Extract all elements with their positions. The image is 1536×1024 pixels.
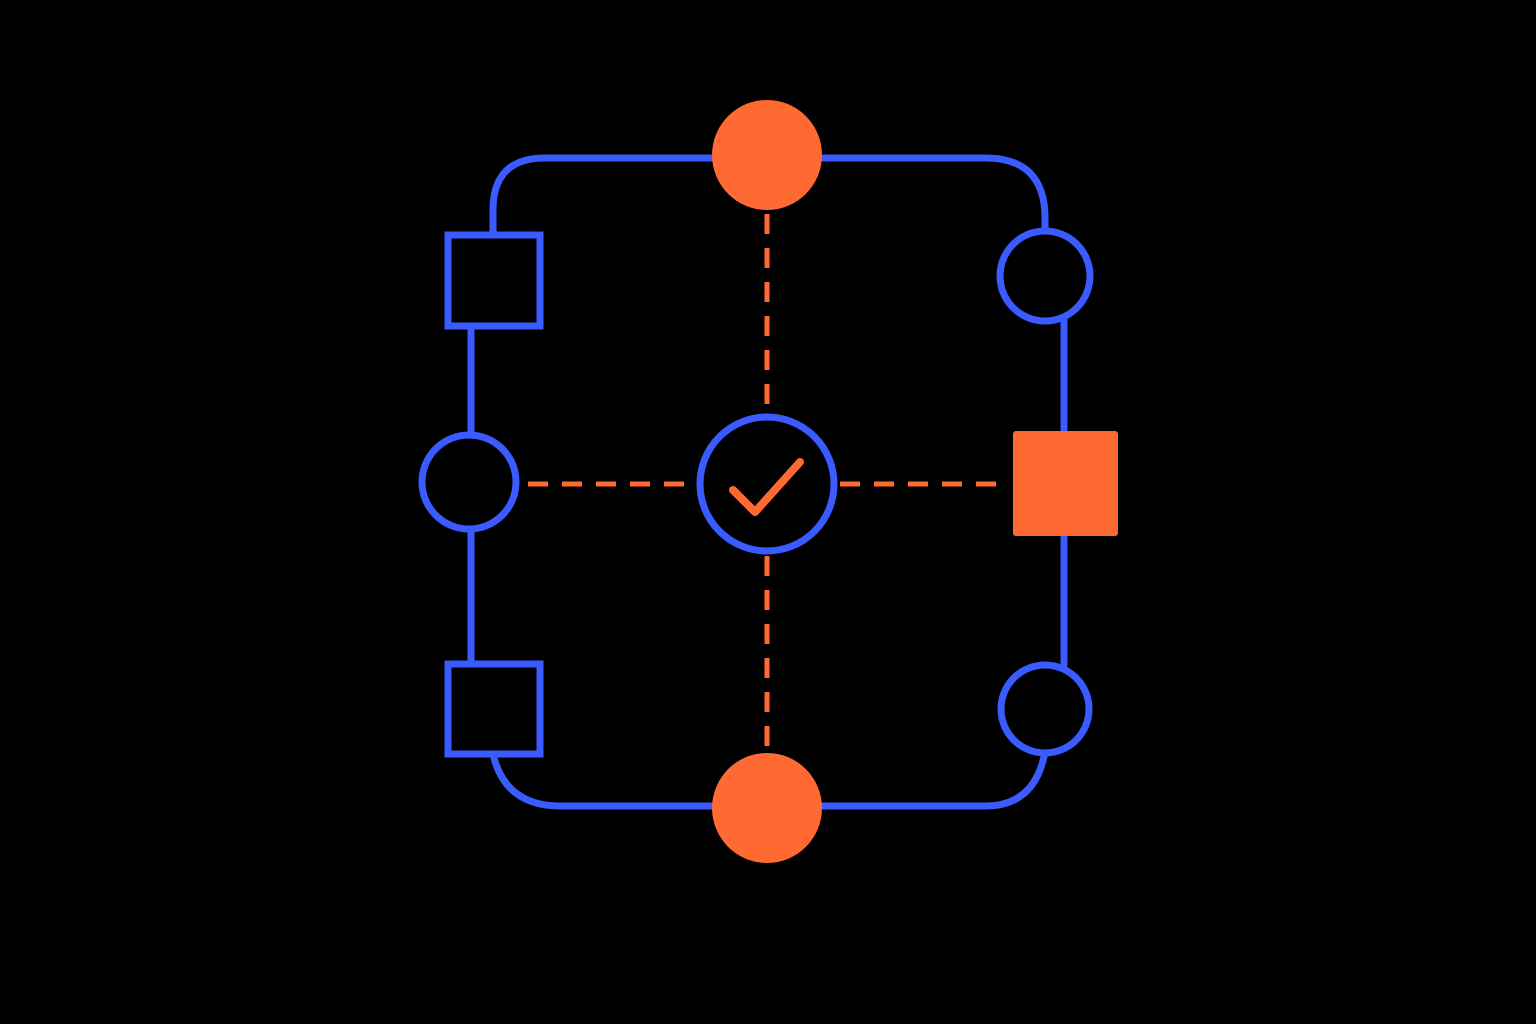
perimeter-segment-bottom-right — [818, 748, 1049, 810]
right-bottom-circle-node — [997, 661, 1093, 757]
perimeter-connector — [467, 154, 1068, 810]
right-orange-square-node — [1013, 431, 1118, 536]
right-top-circle-node — [996, 227, 1094, 325]
check-icon — [729, 458, 804, 516]
perimeter-segment-top-left — [489, 154, 718, 239]
left-circle-node — [418, 431, 520, 533]
center-check-node — [696, 413, 838, 555]
dashed-connectors — [528, 214, 1004, 752]
left-bottom-square-node — [444, 660, 544, 758]
bottom-orange-circle-node — [712, 753, 822, 863]
nodes — [418, 100, 1118, 863]
perimeter-segment-top-right — [818, 154, 1049, 234]
center-circle — [696, 413, 838, 555]
top-orange-circle-node — [712, 100, 822, 210]
perimeter-segment-bottom-left — [489, 750, 718, 810]
left-top-square-node — [444, 231, 544, 330]
